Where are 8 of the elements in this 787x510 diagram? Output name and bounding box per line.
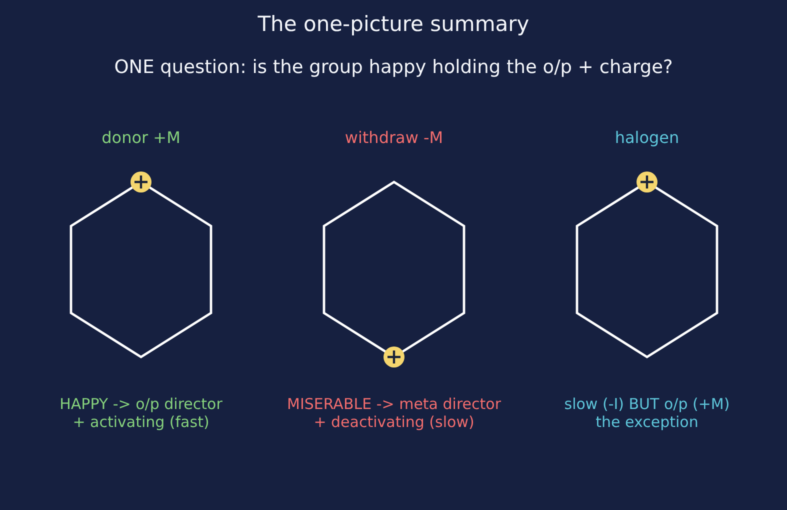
group-heading: withdraw -M	[344, 127, 444, 149]
caption-text: slow (-I) BUT o/p (+M) the exception	[563, 396, 731, 431]
diagram-title: The one-picture summary	[256, 11, 530, 38]
group-heading: donor +M	[100, 127, 182, 149]
group-heading: halogen	[614, 127, 680, 149]
caption-text: MISERABLE -> meta director + deactivating (slow)	[286, 396, 502, 431]
caption-text: HAPPY -> o/p director + activating (fast)	[58, 396, 224, 431]
question-subtitle: ONE question: is the group happy holding the o/p + charge?	[113, 56, 674, 80]
